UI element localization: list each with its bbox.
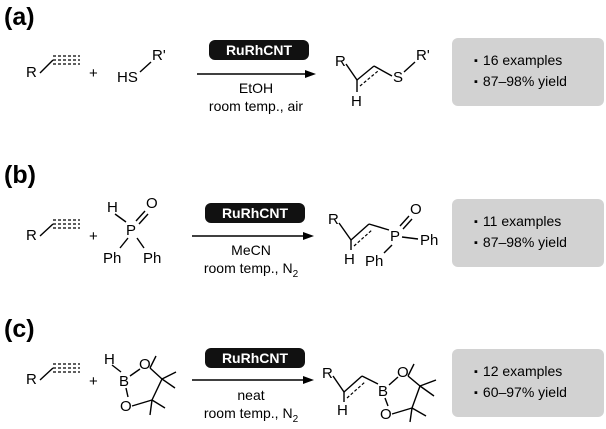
examples-count: 12 examples xyxy=(474,361,604,382)
plus-sign: + xyxy=(89,228,98,245)
catalyst-badge: RuRhCNT xyxy=(205,203,305,223)
yield-range: 87–98% yield xyxy=(474,232,604,253)
atom-label: H xyxy=(351,93,362,110)
vinylphosphine-oxide-product: R P O Ph Ph H xyxy=(328,201,438,270)
reaction-scheme-b: R + H P O Ph Ph R P xyxy=(26,195,438,270)
panel-label: (b) xyxy=(4,161,36,189)
plus-sign: + xyxy=(89,373,98,390)
panel-label: (c) xyxy=(4,315,35,343)
pinacolborane-reactant: H B O O xyxy=(104,351,177,416)
panel-label: (a) xyxy=(4,3,35,31)
examples-count: 16 examples xyxy=(474,50,604,71)
reaction-scheme-a: R + HS R' R S R' H xyxy=(26,47,430,110)
atom-label: R xyxy=(26,227,37,244)
solvent-label: EtOH xyxy=(238,80,274,96)
yield-range: 60–97% yield xyxy=(474,382,604,403)
atom-label: H xyxy=(344,251,355,268)
alkyne-reactant: R xyxy=(26,219,80,244)
atom-label: R xyxy=(328,211,339,228)
diphenylphosphine-oxide-reactant: H P O Ph Ph xyxy=(103,195,161,267)
atom-label: O xyxy=(120,398,132,415)
reaction-conditions: EtOH room temp., air xyxy=(186,79,326,115)
atom-label: R xyxy=(26,371,37,388)
atom-label: B xyxy=(119,373,129,390)
atom-label: O xyxy=(139,356,151,373)
atom-label: B xyxy=(378,383,388,400)
atom-label: H xyxy=(337,402,348,419)
results-box: 12 examples 60–97% yield xyxy=(452,349,604,417)
thiol-reactant: HS R' xyxy=(117,47,166,86)
atom-label: S xyxy=(393,69,403,86)
reaction-conditions: MeCN room temp., N2 xyxy=(181,241,321,284)
alkyne-reactant: R xyxy=(26,363,80,388)
atom-label: O xyxy=(410,201,422,218)
scheme-panel-a: (a) R + HS R' R S R' xyxy=(0,0,606,142)
examples-count: 11 examples xyxy=(474,211,604,232)
alkyne-reactant: R xyxy=(26,55,80,81)
atom-label: Ph xyxy=(143,250,161,267)
vinyl-sulfide-product: R S R' H xyxy=(335,47,430,110)
atom-label: Ph xyxy=(420,232,438,249)
atom-label: Ph xyxy=(103,250,121,267)
results-box: 11 examples 87–98% yield xyxy=(452,199,604,267)
solvent-label: neat xyxy=(237,387,265,403)
atom-label: P xyxy=(126,222,136,239)
catalyst-badge: RuRhCNT xyxy=(205,348,305,368)
temperature-label: room temp., air xyxy=(208,98,304,114)
atom-label: O xyxy=(397,364,409,381)
atom-label: H xyxy=(104,351,115,368)
atom-label: P xyxy=(390,228,400,245)
vinylboronate-product: R B O O H xyxy=(322,363,437,423)
atom-label: O xyxy=(380,406,392,423)
plus-sign: + xyxy=(89,65,98,82)
catalyst-badge: RuRhCNT xyxy=(209,40,309,60)
atom-label: R' xyxy=(416,47,430,64)
atom-label: H xyxy=(107,199,118,216)
atom-label: R xyxy=(322,365,333,382)
atom-label: O xyxy=(146,195,158,212)
atom-label: R xyxy=(26,64,37,81)
temperature-label: room temp., N2 xyxy=(203,260,299,280)
solvent-label: MeCN xyxy=(231,242,271,258)
results-box: 16 examples 87–98% yield xyxy=(452,38,604,106)
reaction-conditions: neat room temp., N2 xyxy=(181,386,321,429)
reaction-scheme-c: R + H B O O R xyxy=(26,351,437,423)
atom-label: Ph xyxy=(365,253,383,270)
yield-range: 87–98% yield xyxy=(474,71,604,92)
atom-label: R xyxy=(335,53,346,70)
scheme-panel-b: (b) R + H P O Ph Ph R xyxy=(0,142,606,284)
atom-label: R' xyxy=(152,47,166,64)
atom-label: HS xyxy=(117,69,138,86)
scheme-panel-c: (c) R + H B O O xyxy=(0,284,606,426)
temperature-label: room temp., N2 xyxy=(203,405,299,425)
